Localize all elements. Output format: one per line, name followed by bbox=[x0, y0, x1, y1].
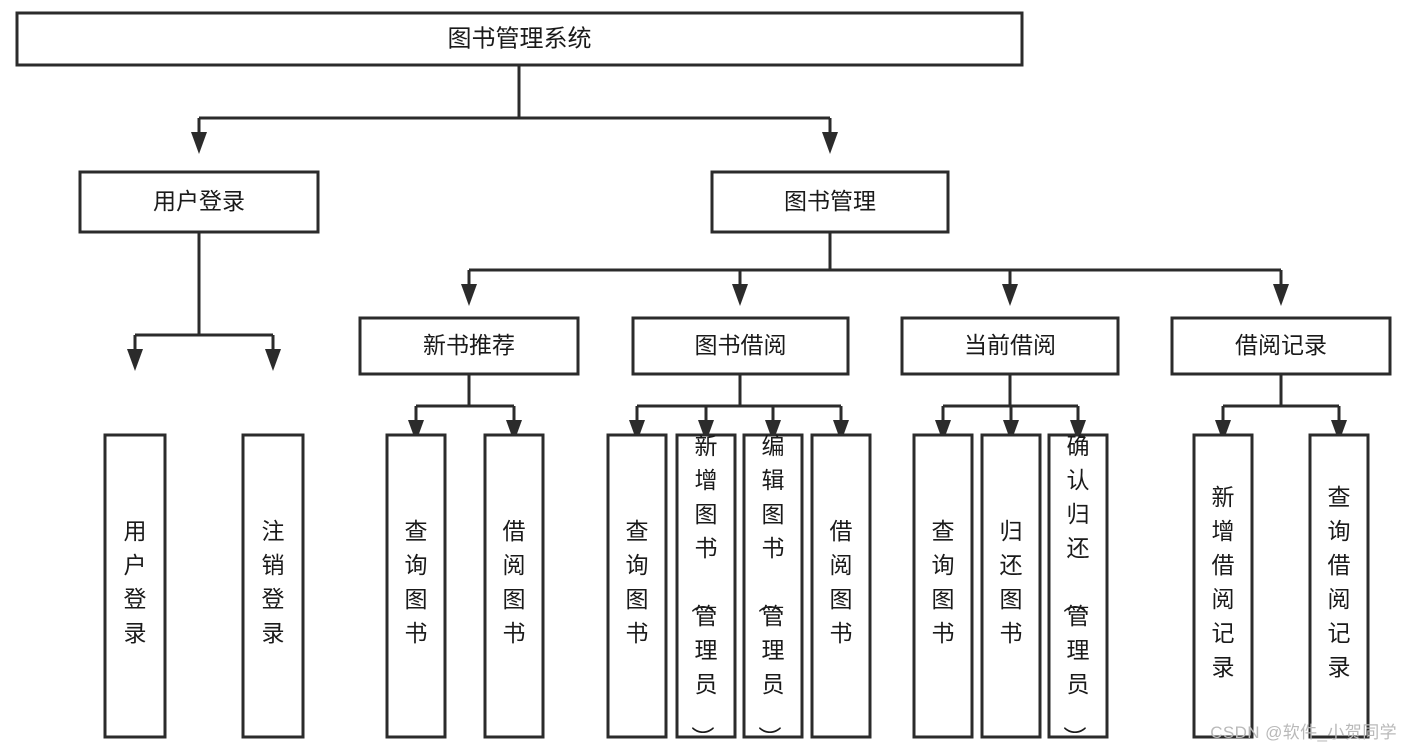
node-leaf-7-借阅图书-label: 借阅图书 bbox=[830, 518, 853, 646]
node-leaf-11-新增借阅记录-box[interactable] bbox=[1192, 433, 1254, 739]
csdn-watermark: CSDN @软件_小贺同学 bbox=[1210, 723, 1397, 742]
arrow-head-level2_books_to_level3-3 bbox=[1273, 284, 1289, 306]
arrow-head-level2_books_to_level3-2 bbox=[1002, 284, 1018, 306]
node-leaf-12-查询借阅记录[interactable]: 查询借阅记录 bbox=[1308, 433, 1370, 739]
arrow-head-newbook_to_leaves-1 bbox=[506, 420, 522, 442]
node-leaf-8-查询图书-label: 查询图书 bbox=[932, 518, 955, 646]
arrow-head-level2_login_to_leaves-0 bbox=[127, 349, 143, 371]
node-l3-借阅记录-box[interactable] bbox=[1170, 316, 1392, 376]
arrow-head-current_to_leaves-2 bbox=[1070, 420, 1086, 442]
node-leaf-5-新增图书管理员-box[interactable] bbox=[675, 433, 737, 739]
arrow-head-current_to_leaves-1 bbox=[1003, 420, 1019, 442]
arrow-head-borrow_to_leaves-3 bbox=[833, 420, 849, 442]
node-leaf-9-归还图书[interactable]: 归还图书 bbox=[980, 433, 1042, 739]
node-root-图书管理系统-box[interactable] bbox=[15, 11, 1024, 67]
node-leaf-1-注销登录-label: 注销登录 bbox=[262, 518, 285, 646]
node-leaf-7-借阅图书[interactable]: 借阅图书 bbox=[810, 433, 872, 739]
node-l2-用户登录-box[interactable] bbox=[78, 170, 320, 234]
node-l3-当前借阅-box[interactable] bbox=[900, 316, 1120, 376]
node-l2-图书管理-label: 图书管理 bbox=[784, 188, 876, 214]
node-leaf-12-查询借阅记录-label: 查询借阅记录 bbox=[1328, 484, 1351, 680]
arrow-head-newbook_to_leaves-0 bbox=[408, 420, 424, 442]
node-l2-图书管理[interactable]: 图书管理 bbox=[710, 170, 950, 234]
node-l2-用户登录-label: 用户登录 bbox=[153, 188, 245, 214]
node-leaf-11-新增借阅记录-label: 新增借阅记录 bbox=[1212, 484, 1235, 680]
node-leaf-12-查询借阅记录-box[interactable] bbox=[1308, 433, 1370, 739]
node-leaf-6-编辑图书管理员-label: 编辑图书（管理员） bbox=[757, 433, 785, 747]
node-leaf-6-编辑图书管理员[interactable]: 编辑图书（管理员） bbox=[742, 433, 804, 749]
node-leaf-4-查询图书-label: 查询图书 bbox=[626, 518, 649, 646]
node-root-图书管理系统[interactable]: 图书管理系统 bbox=[15, 11, 1024, 67]
node-l3-借阅记录-label: 借阅记录 bbox=[1235, 332, 1327, 358]
arrow-head-level2_login_to_leaves-1 bbox=[265, 349, 281, 371]
edge-group-root_to_level2 bbox=[191, 65, 838, 154]
node-leaf-6-编辑图书管理员-box[interactable] bbox=[742, 433, 804, 739]
node-leaf-4-查询图书[interactable]: 查询图书 bbox=[606, 433, 668, 739]
node-leaf-11-新增借阅记录[interactable]: 新增借阅记录 bbox=[1192, 433, 1254, 739]
node-l3-当前借阅[interactable]: 当前借阅 bbox=[900, 316, 1120, 376]
node-l3-当前借阅-label: 当前借阅 bbox=[964, 332, 1056, 358]
arrow-head-level2_books_to_level3-1 bbox=[732, 284, 748, 306]
node-leaf-9-归还图书-box[interactable] bbox=[980, 433, 1042, 739]
node-leaf-10-确认归还管理员[interactable]: 确认归还（管理员） bbox=[1047, 433, 1109, 749]
node-leaf-2-查询图书[interactable]: 查询图书 bbox=[385, 433, 447, 739]
node-l3-新书推荐[interactable]: 新书推荐 bbox=[358, 316, 580, 376]
node-leaf-0-用户登录-label: 用户登录 bbox=[124, 518, 147, 646]
node-leaf-2-查询图书-label: 查询图书 bbox=[405, 518, 428, 646]
edge-group-borrow_to_leaves bbox=[629, 374, 849, 442]
arrow-head-current_to_leaves-0 bbox=[935, 420, 951, 442]
node-l2-用户登录[interactable]: 用户登录 bbox=[78, 170, 320, 234]
connector-layer bbox=[127, 65, 1347, 442]
node-l3-新书推荐-box[interactable] bbox=[358, 316, 580, 376]
node-leaf-7-借阅图书-box[interactable] bbox=[810, 433, 872, 739]
node-leaf-1-注销登录[interactable]: 注销登录 bbox=[241, 433, 305, 739]
arrow-head-borrow_to_leaves-1 bbox=[698, 420, 714, 442]
node-l2-图书管理-box[interactable] bbox=[710, 170, 950, 234]
edge-group-level2_books_to_level3 bbox=[461, 232, 1289, 306]
node-l3-图书借阅-box[interactable] bbox=[631, 316, 850, 376]
node-l3-借阅记录[interactable]: 借阅记录 bbox=[1170, 316, 1392, 376]
node-leaf-0-用户登录[interactable]: 用户登录 bbox=[103, 433, 167, 739]
edge-group-level2_login_to_leaves bbox=[127, 232, 281, 371]
node-leaf-5-新增图书管理员[interactable]: 新增图书（管理员） bbox=[675, 433, 737, 749]
node-leaf-3-借阅图书-label: 借阅图书 bbox=[503, 518, 526, 646]
node-l3-图书借阅-label: 图书借阅 bbox=[695, 332, 787, 358]
node-layer: 图书管理系统用户登录图书管理新书推荐图书借阅当前借阅借阅记录用户登录注销登录查询… bbox=[15, 11, 1392, 749]
node-leaf-10-确认归还管理员-label: 确认归还（管理员） bbox=[1062, 433, 1090, 747]
arrow-head-borrow_to_leaves-2 bbox=[765, 420, 781, 442]
node-l3-新书推荐-label: 新书推荐 bbox=[423, 332, 515, 358]
arrow-head-root_to_level2-1 bbox=[822, 132, 838, 154]
arrow-head-root_to_level2-0 bbox=[191, 132, 207, 154]
node-leaf-1-注销登录-box[interactable] bbox=[241, 433, 305, 739]
node-leaf-4-查询图书-box[interactable] bbox=[606, 433, 668, 739]
edge-group-newbook_to_leaves bbox=[408, 374, 522, 442]
node-leaf-8-查询图书[interactable]: 查询图书 bbox=[912, 433, 974, 739]
arrow-head-record_to_leaves-1 bbox=[1331, 420, 1347, 442]
arrow-head-borrow_to_leaves-0 bbox=[629, 420, 645, 442]
node-root-图书管理系统-label: 图书管理系统 bbox=[448, 25, 592, 52]
arrow-head-record_to_leaves-0 bbox=[1215, 420, 1231, 442]
edge-group-record_to_leaves bbox=[1215, 374, 1347, 442]
node-leaf-3-借阅图书[interactable]: 借阅图书 bbox=[483, 433, 545, 739]
node-leaf-9-归还图书-label: 归还图书 bbox=[1000, 518, 1023, 646]
node-l3-图书借阅[interactable]: 图书借阅 bbox=[631, 316, 850, 376]
edge-group-current_to_leaves bbox=[935, 374, 1086, 442]
node-leaf-5-新增图书管理员-label: 新增图书（管理员） bbox=[690, 433, 718, 747]
node-leaf-10-确认归还管理员-box[interactable] bbox=[1047, 433, 1109, 739]
node-leaf-3-借阅图书-box[interactable] bbox=[483, 433, 545, 739]
node-leaf-8-查询图书-box[interactable] bbox=[912, 433, 974, 739]
arrow-head-level2_books_to_level3-0 bbox=[461, 284, 477, 306]
node-leaf-0-用户登录-box[interactable] bbox=[103, 433, 167, 739]
node-leaf-2-查询图书-box[interactable] bbox=[385, 433, 447, 739]
